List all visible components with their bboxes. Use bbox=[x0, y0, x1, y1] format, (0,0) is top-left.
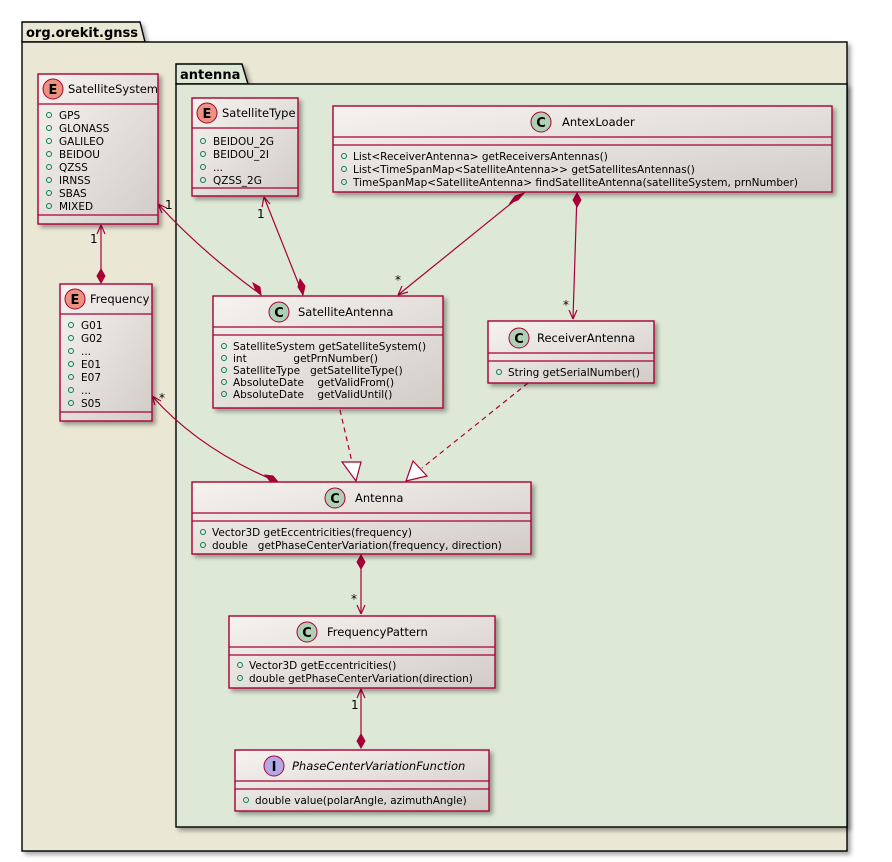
member-list: Vector3D getEccentricities(frequency) do… bbox=[200, 527, 502, 552]
class-glyph: C bbox=[536, 116, 546, 131]
member-list: double value(polarAngle, azimuthAngle) bbox=[243, 795, 467, 807]
class-name: AntexLoader bbox=[562, 115, 635, 129]
package-antenna bbox=[175, 63, 848, 828]
member: double getPhaseCenterVariation(direction… bbox=[249, 673, 473, 685]
member: List<TimeSpanMap<SatelliteAntenna>> getS… bbox=[353, 164, 695, 176]
mult-satsys-frequency: 1 bbox=[90, 232, 98, 246]
member: G01 bbox=[81, 320, 103, 332]
member-list: String getSerialNumber() bbox=[496, 367, 640, 379]
member: ... bbox=[213, 162, 223, 174]
class-name: PhaseCenterVariationFunction bbox=[292, 759, 465, 773]
member-list: SatelliteSystem getSatelliteSystem() int… bbox=[221, 341, 426, 401]
member: int getPrnNumber() bbox=[233, 353, 378, 365]
member: AbsoluteDate getValidFrom() bbox=[233, 377, 394, 389]
class-glyph: C bbox=[330, 492, 340, 507]
member: Vector3D getEccentricities() bbox=[249, 660, 396, 672]
class-satellite-system[interactable]: E SatelliteSystem GPS GLONASS GALILEO BE… bbox=[37, 73, 159, 225]
member-list: BEIDOU_2G BEIDOU_2I ... QZSS_2G bbox=[200, 136, 274, 187]
member: SatelliteSystem getSatelliteSystem() bbox=[233, 341, 426, 353]
enum-glyph: E bbox=[71, 293, 80, 308]
class-name: ReceiverAntenna bbox=[537, 331, 635, 345]
enum-glyph: E bbox=[203, 107, 212, 122]
relations: 1 1 1 * * * * bbox=[90, 191, 582, 750]
member: E07 bbox=[81, 372, 101, 384]
member: BEIDOU bbox=[59, 149, 100, 161]
member: ... bbox=[81, 346, 91, 358]
class-frequency-pattern[interactable]: C FrequencyPattern Vector3D getEccentric… bbox=[228, 615, 496, 689]
member-list: Vector3D getEccentricities() double getP… bbox=[237, 660, 473, 685]
edge-receiver-antenna bbox=[421, 382, 529, 469]
class-glyph: C bbox=[274, 306, 284, 321]
mult-antex-satantenna: * bbox=[395, 273, 401, 287]
interface-glyph: I bbox=[272, 760, 277, 775]
edge-antex-receiver bbox=[572, 192, 578, 320]
member: double value(polarAngle, azimuthAngle) bbox=[255, 795, 467, 807]
edge-sattype-satantenna bbox=[263, 196, 304, 296]
member: QZSS_2G bbox=[213, 175, 262, 187]
class-frequency[interactable]: E Frequency G01 G02 ... E01 E07 ... S05 bbox=[59, 283, 153, 422]
member: ... bbox=[81, 385, 91, 397]
member-list: GPS GLONASS GALILEO BEIDOU QZSS IRNSS SB… bbox=[46, 110, 110, 213]
mult-antenna-freqpattern: * bbox=[351, 592, 357, 606]
class-name: Frequency bbox=[90, 292, 150, 306]
member: GLONASS bbox=[59, 123, 110, 135]
member: AbsoluteDate getValidUntil() bbox=[233, 389, 392, 401]
member: G02 bbox=[81, 333, 103, 345]
class-name: Antenna bbox=[355, 491, 403, 505]
member: E01 bbox=[81, 359, 101, 371]
member: MIXED bbox=[59, 201, 93, 213]
class-satellite-type[interactable]: E SatelliteType BEIDOU_2G BEIDOU_2I ... … bbox=[191, 97, 299, 197]
enum-glyph: E bbox=[49, 83, 58, 98]
member: GALILEO bbox=[59, 136, 104, 148]
member-list: G01 G02 ... E01 E07 ... S05 bbox=[68, 320, 103, 410]
member-list: List<ReceiverAntenna> getReceiversAntenn… bbox=[341, 151, 798, 189]
member: SatelliteType getSatelliteType() bbox=[233, 365, 403, 377]
class-phase-center-variation-function[interactable]: I PhaseCenterVariationFunction double va… bbox=[234, 749, 490, 812]
mult-frequency-antenna: * bbox=[159, 391, 165, 405]
member: TimeSpanMap<SatelliteAntenna> findSatell… bbox=[352, 177, 798, 189]
class-satellite-antenna[interactable]: C SatelliteAntenna SatelliteSystem getSa… bbox=[212, 295, 444, 409]
class-name: SatelliteSystem bbox=[68, 82, 158, 96]
member: IRNSS bbox=[59, 175, 91, 187]
member: BEIDOU_2I bbox=[213, 149, 269, 161]
member: String getSerialNumber() bbox=[508, 367, 640, 379]
class-name: FrequencyPattern bbox=[327, 625, 428, 639]
class-antenna[interactable]: C Antenna Vector3D getEccentricities(fre… bbox=[191, 481, 532, 555]
class-glyph: C bbox=[302, 626, 312, 641]
mult-antex-receiver: * bbox=[563, 298, 569, 312]
member: GPS bbox=[59, 110, 80, 122]
member: QZSS bbox=[59, 162, 88, 174]
mult-satsys-satantenna: 1 bbox=[165, 198, 173, 212]
mult-freqpattern-pcv: 1 bbox=[351, 698, 359, 712]
member: Vector3D getEccentricities(frequency) bbox=[212, 527, 412, 539]
edge-antex-satantenna bbox=[397, 192, 525, 296]
package-title-inner: antenna bbox=[180, 68, 240, 83]
class-name: SatelliteAntenna bbox=[298, 305, 393, 319]
member: double getPhaseCenterVariation(frequency… bbox=[212, 540, 502, 552]
member: S05 bbox=[81, 398, 101, 410]
member: List<ReceiverAntenna> getReceiversAntenn… bbox=[353, 151, 608, 163]
edge-satsys-satantenna bbox=[157, 203, 257, 292]
package-title-outer: org.orekit.gnss bbox=[26, 26, 138, 41]
class-receiver-antenna[interactable]: C ReceiverAntenna String getSerialNumber… bbox=[487, 320, 655, 384]
class-glyph: C bbox=[514, 332, 524, 347]
member: BEIDOU_2G bbox=[213, 136, 274, 148]
class-antex-loader[interactable]: C AntexLoader List<ReceiverAntenna> getR… bbox=[332, 105, 833, 193]
edge-frequency-antenna bbox=[151, 395, 279, 483]
member: SBAS bbox=[59, 188, 87, 200]
class-name: SatelliteType bbox=[222, 106, 296, 120]
mult-sattype-satantenna: 1 bbox=[257, 207, 265, 221]
